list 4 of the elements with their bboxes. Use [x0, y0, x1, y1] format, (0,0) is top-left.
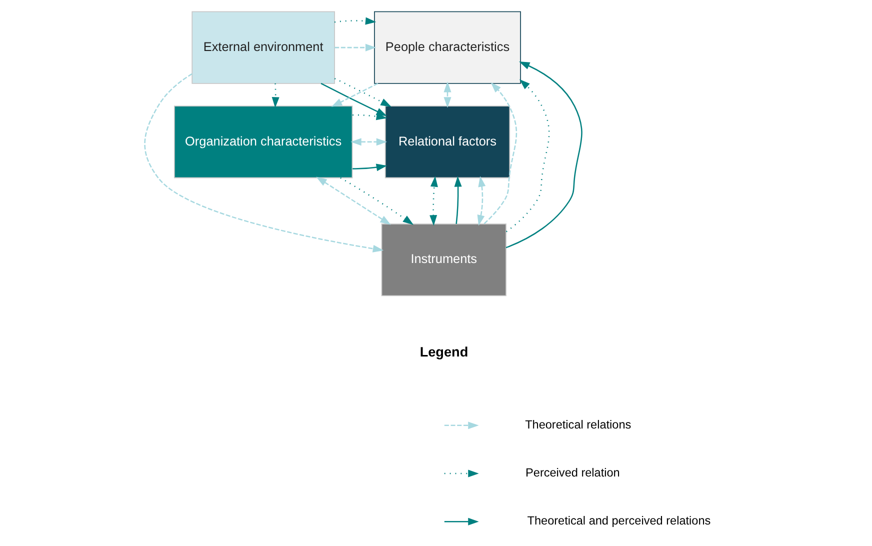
legend-label: Perceived relation: [526, 466, 620, 480]
legend-label: Theoretical and perceived relations: [527, 514, 711, 528]
legend-label: Theoretical relations: [525, 418, 632, 432]
label: Legend: [420, 344, 468, 360]
